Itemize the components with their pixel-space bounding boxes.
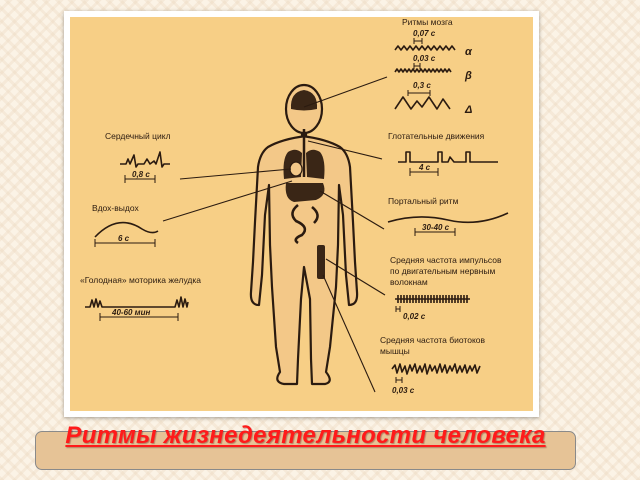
brain-rhythms-label: Ритмы мозга	[402, 17, 453, 27]
portal-period-label: 30-40 с	[422, 223, 450, 232]
thigh-muscle-shape	[317, 245, 325, 279]
nerve-leader	[325, 258, 386, 296]
title-bar	[35, 431, 576, 470]
heart-leader	[179, 168, 292, 180]
delta-period-label: 0,3 с	[413, 81, 431, 90]
heart-cycle-trace	[120, 151, 170, 168]
stomach-scale-marker	[99, 313, 179, 321]
beta-symbol: β	[464, 70, 472, 82]
swallowing-period-label: 4 с	[418, 163, 431, 172]
stomach-motility-trace	[85, 296, 189, 308]
human-body-figure	[249, 83, 359, 386]
breathing-scale-marker	[94, 239, 156, 247]
leader-lines	[162, 76, 388, 393]
portal-rhythm-label: Портальный ритм	[388, 196, 459, 206]
alpha-scale-marker	[413, 38, 423, 44]
brain-shape	[290, 90, 318, 111]
heart-shape	[289, 161, 303, 177]
heart-cycle-group: Сердечный цикл 0,8 с	[105, 131, 171, 183]
muscle-biocurrent-trace	[391, 363, 481, 375]
heart-cycle-label: Сердечный цикл	[105, 131, 171, 141]
portal-scale-marker	[414, 228, 456, 236]
muscle-leader	[322, 274, 376, 393]
muscle-label-line2: мышцы	[380, 346, 410, 356]
breathing-group: Вдох-выдох 6 с	[92, 203, 159, 247]
muscle-biocurrent-group: Средняя частота биотоков мышцы 0,03 с	[380, 335, 485, 395]
delta-rhythm-trace	[394, 96, 451, 110]
stomach-motility-group: «Голодная» моторика желудка 40-60 мин	[80, 275, 201, 321]
nerve-label-line1: Средняя частота импульсов	[390, 255, 502, 265]
delta-scale-marker	[407, 90, 431, 96]
portal-rhythm-group: Портальный ритм 30-40 с	[387, 196, 509, 236]
figure-frame: Ритмы мозга 0,07 с α 0,03 с β 0,3 с Δ Се…	[64, 11, 539, 417]
nerve-label-line3: волокнам	[390, 277, 428, 287]
breathing-leader	[162, 180, 293, 222]
alpha-symbol: α	[465, 46, 473, 58]
swallowing-leader	[307, 140, 383, 160]
delta-symbol: Δ	[464, 104, 472, 116]
breathing-period-label: 6 с	[118, 234, 130, 243]
nerve-impulse-trace	[395, 295, 470, 303]
beta-period-label: 0,03 с	[413, 54, 436, 63]
beta-rhythm-trace	[394, 68, 452, 73]
heart-scale-marker	[124, 175, 156, 183]
swallowing-label: Глотательные движения	[388, 131, 485, 141]
brain-leader	[303, 76, 388, 108]
portal-rhythm-trace	[387, 212, 509, 224]
nerve-scale-marker	[395, 306, 401, 312]
muscle-period-label: 0,03 с	[392, 386, 415, 395]
intestine-shape	[291, 203, 319, 245]
swallowing-scale-marker	[409, 168, 439, 176]
stomach-period-label: 40-60 мин	[111, 308, 150, 317]
slide-title: Ритмы жизнедеятельности человека	[65, 422, 546, 449]
breathing-label: Вдох-выдох	[92, 203, 139, 213]
muscle-label-line1: Средняя частота биотоков	[380, 335, 485, 345]
nerve-label-line2: по двигательным нервным	[390, 266, 495, 276]
swallowing-trace	[398, 151, 498, 163]
portal-leader	[319, 190, 385, 230]
alpha-rhythm-trace	[394, 45, 456, 51]
stomach-motility-label: «Голодная» моторика желудка	[80, 275, 201, 285]
body-rhythms-diagram: Ритмы мозга 0,07 с α 0,03 с β 0,3 с Δ Се…	[70, 17, 533, 411]
brain-rhythms-group: Ритмы мозга 0,07 с α 0,03 с β 0,3 с Δ	[394, 17, 473, 116]
body-silhouette	[249, 125, 359, 386]
beta-scale-marker	[413, 63, 421, 69]
muscle-scale-marker	[395, 377, 403, 383]
breathing-trace	[94, 221, 159, 238]
nerve-impulse-group: Средняя частота импульсов по двигательны…	[390, 255, 502, 321]
heart-period-label: 0,8 с	[132, 170, 150, 179]
liver-stomach-shape	[285, 183, 325, 202]
alpha-period-label: 0,07 с	[413, 29, 436, 38]
nerve-period-label: 0,02 с	[403, 312, 426, 321]
swallowing-group: Глотательные движения 4 с	[388, 131, 498, 176]
